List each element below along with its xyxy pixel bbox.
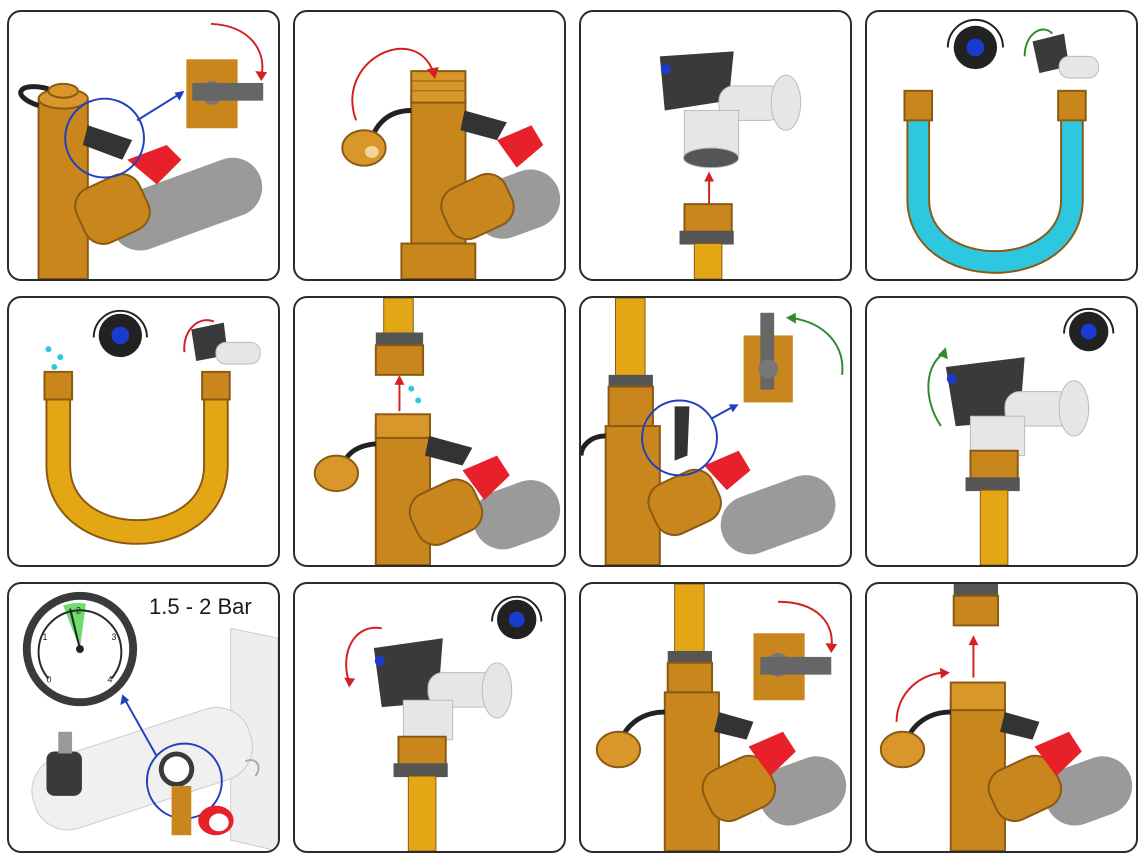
step-3-illustration [659,51,802,279]
step-1-panel [7,10,280,281]
gauge-tick-1: 1 [43,632,48,642]
step-4-panel [865,10,1138,281]
step-10-illustration [344,595,543,851]
gauge-tick-3: 3 [111,632,116,642]
step-8-illustration [927,307,1115,565]
gauge-tick-4: 4 [108,675,113,685]
step-4-illustration [903,18,1100,274]
step-10-panel [293,582,566,853]
step-8-panel [865,296,1138,567]
gauge-tick-0: 0 [46,675,51,685]
step-7-panel [579,296,852,567]
gauge-tick-2: 2 [76,606,81,616]
step-2-illustration [341,47,561,279]
step-6-illustration [313,298,561,565]
step-12-panel [865,582,1138,853]
step-6-panel [293,296,566,567]
step-1-illustration [18,22,268,279]
pressure-range-label: 1.5 - 2 Bar [149,594,252,619]
step-5-panel [7,296,280,567]
step-11-panel [579,582,852,853]
step-11-illustration [595,584,847,851]
step-9-illustration: 0 1 2 3 4 [22,591,278,851]
step-5-illustration [43,309,261,545]
step-3-panel [579,10,852,281]
step-7-illustration [581,298,844,565]
step-9-panel: 0 1 2 3 4 1.5 - 2 Bar [7,582,280,853]
step-12-illustration [879,584,1133,851]
pressure-gauge [22,591,138,707]
step-2-panel [293,10,566,281]
